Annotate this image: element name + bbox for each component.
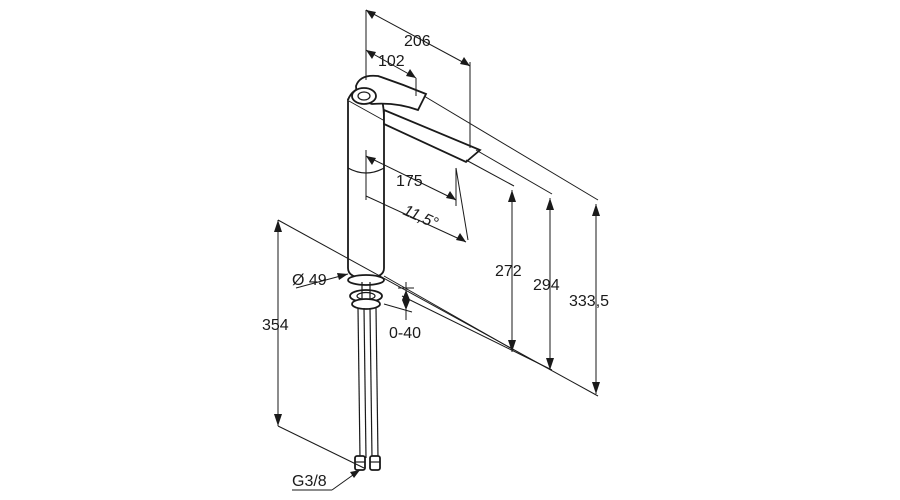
label-102: 102 <box>378 53 405 70</box>
dimension-labels: 206 102 175 11,5° 272 294 333,5 354 Ø 49… <box>262 33 609 490</box>
label-range: 0-40 <box>389 325 421 342</box>
label-333-5: 333,5 <box>569 293 609 310</box>
dimension-lines <box>274 9 600 491</box>
label-175: 175 <box>396 173 423 190</box>
faucet-body <box>347 74 482 471</box>
label-206: 206 <box>404 33 431 50</box>
label-angle: 11,5° <box>400 202 441 233</box>
label-thread: G3/8 <box>292 473 327 490</box>
label-272: 272 <box>495 263 522 280</box>
label-354: 354 <box>262 317 289 334</box>
label-diameter: Ø 49 <box>292 272 327 289</box>
label-294: 294 <box>533 277 560 294</box>
